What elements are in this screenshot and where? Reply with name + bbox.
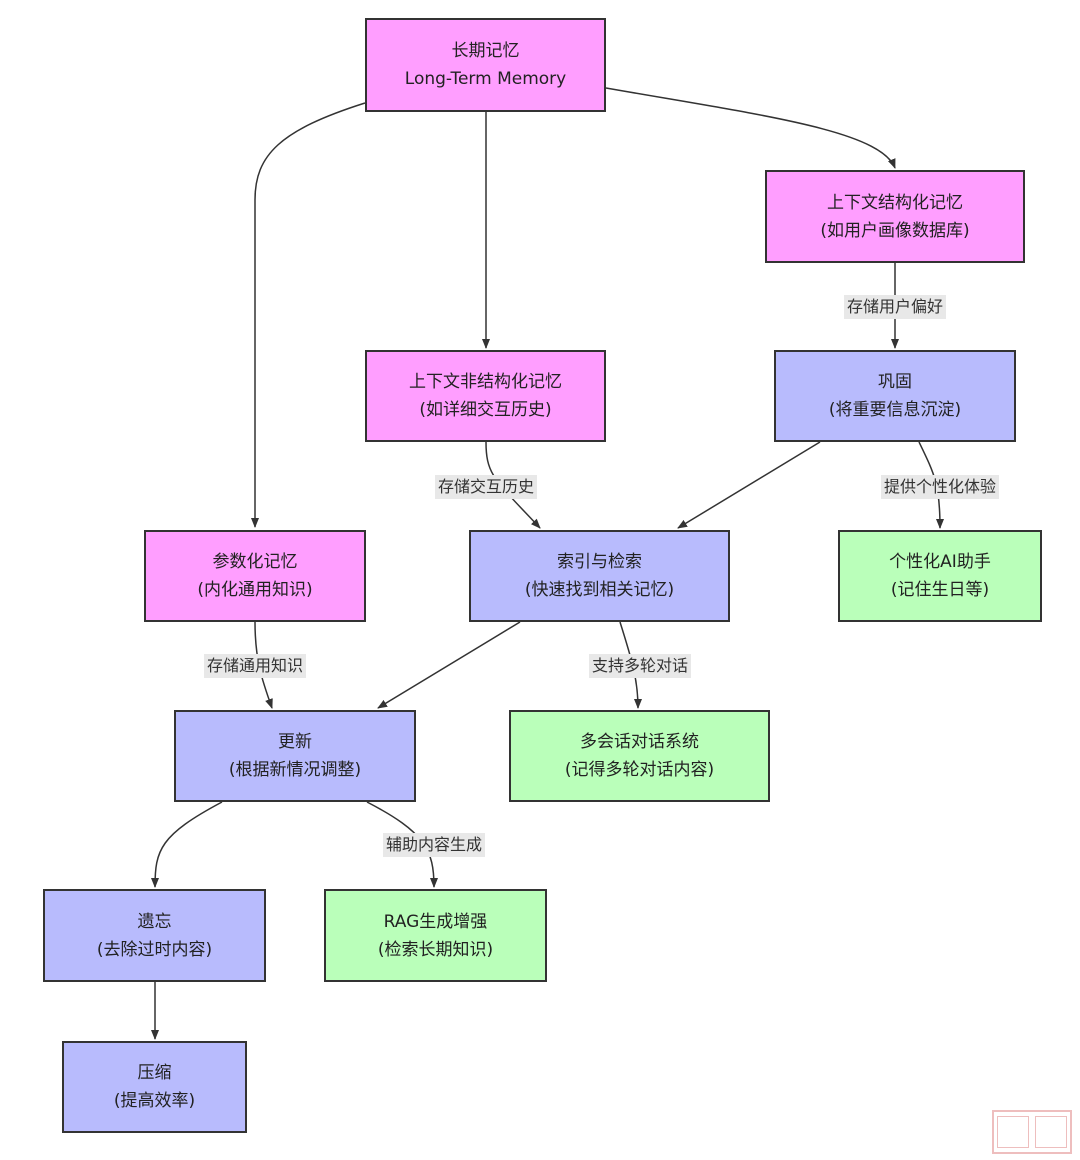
node-subtitle: (将重要信息沉淀) [828, 400, 962, 420]
node-compression: 压缩 (提高效率) [62, 1041, 247, 1133]
node-contextual-unstructured-memory: 上下文非结构化记忆 (如详细交互历史) [365, 350, 606, 442]
edge-label-assist-generation: 辅助内容生成 [382, 833, 486, 857]
watermark-stamp [992, 1110, 1072, 1154]
node-forgetting: 遗忘 (去除过时内容) [43, 889, 266, 982]
node-subtitle: (如详细交互历史) [419, 400, 552, 420]
node-parametric-memory: 参数化记忆 (内化通用知识) [144, 530, 366, 622]
node-subtitle: (检索长期知识) [377, 939, 494, 960]
node-consolidation: 巩固 (将重要信息沉淀) [774, 350, 1016, 442]
node-title: 压缩 [137, 1063, 172, 1083]
node-multi-session-dialogue: 多会话对话系统 (记得多轮对话内容) [509, 710, 770, 802]
node-title: 索引与检索 [557, 552, 642, 572]
node-indexing-retrieval: 索引与检索 (快速找到相关记忆) [469, 530, 730, 622]
edge-label-multi-turn-support: 支持多轮对话 [588, 654, 692, 678]
edge-label-store-preferences: 存储用户偏好 [843, 295, 947, 319]
node-title: 上下文非结构化记忆 [409, 372, 562, 392]
node-title: 个性化AI助手 [889, 552, 991, 572]
node-long-term-memory: 长期记忆 Long-Term Memory [365, 18, 606, 112]
node-title: 遗忘 [137, 911, 172, 932]
node-subtitle: Long-Term Memory [404, 69, 567, 89]
edge-ltm-to-param [251, 102, 366, 528]
edge-label-store-interaction-history: 存储交互历史 [434, 475, 538, 499]
node-subtitle: (记住生日等) [890, 580, 990, 600]
node-subtitle: (记得多轮对话内容) [564, 760, 715, 780]
node-title: 多会话对话系统 [580, 732, 699, 752]
stamp-glyph-right [1035, 1116, 1067, 1148]
node-subtitle: (根据新情况调整) [228, 760, 362, 780]
node-rag-enhancement: RAG生成增强 (检索长期知识) [324, 889, 547, 982]
edge-label-personalized-experience: 提供个性化体验 [880, 475, 1000, 499]
node-title: 更新 [278, 732, 312, 752]
edge-ltm-to-ctx-structured [605, 87, 896, 169]
node-subtitle: (快速找到相关记忆) [524, 580, 675, 600]
node-update: 更新 (根据新情况调整) [174, 710, 416, 802]
edge-index-to-update [377, 621, 521, 709]
node-subtitle: (去除过时内容) [96, 939, 213, 960]
stamp-glyph-left [997, 1116, 1029, 1148]
node-subtitle: (提高效率) [113, 1091, 196, 1111]
node-contextual-structured-memory: 上下文结构化记忆 (如用户画像数据库) [765, 170, 1025, 263]
node-title: 上下文结构化记忆 [827, 192, 963, 213]
edge-update-to-forget [151, 801, 223, 888]
node-personalized-assistant: 个性化AI助手 (记住生日等) [838, 530, 1042, 622]
node-title: 参数化记忆 [212, 552, 298, 572]
node-subtitle: (内化通用知识) [197, 580, 313, 600]
node-title: 长期记忆 [451, 41, 520, 61]
edge-consolidation-to-index [677, 441, 821, 529]
node-subtitle: (如用户画像数据库) [820, 220, 970, 241]
node-title: 巩固 [878, 372, 912, 392]
edge-label-store-general-knowledge: 存储通用知识 [203, 654, 307, 678]
node-title: RAG生成增强 [383, 911, 488, 932]
